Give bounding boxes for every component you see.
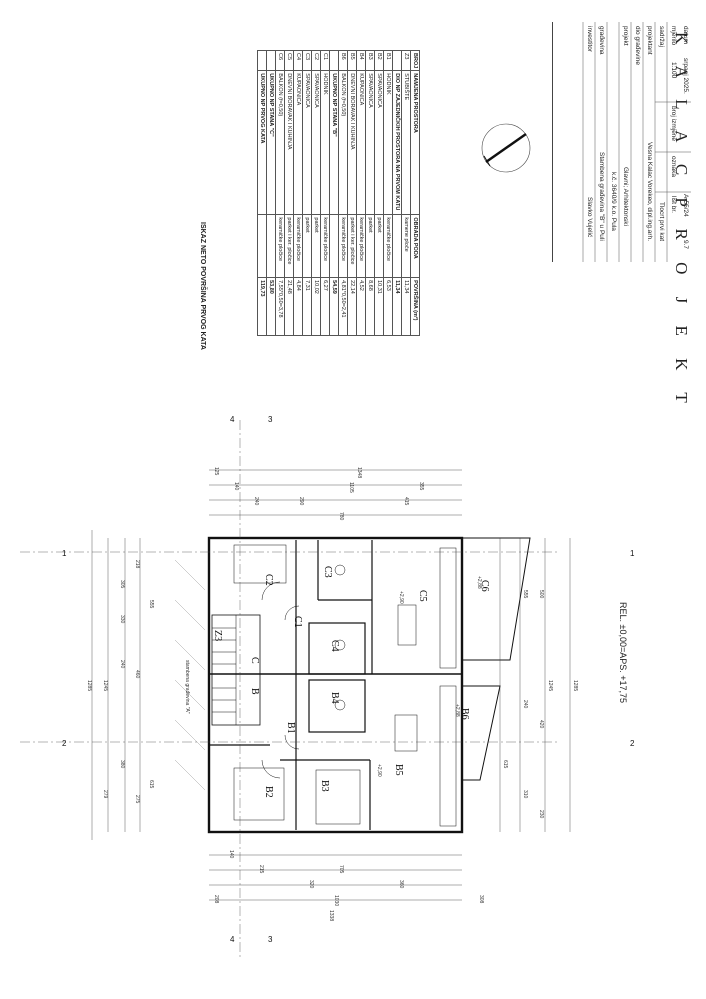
room-c5: C5 — [417, 590, 428, 602]
svg-text:500: 500 — [538, 590, 544, 599]
room-b5: B5 — [393, 764, 404, 776]
svg-text:355: 355 — [418, 482, 424, 491]
svg-text:780: 780 — [338, 512, 344, 521]
svg-text:555: 555 — [522, 590, 528, 599]
svg-text:240: 240 — [522, 700, 528, 709]
svg-text:1285: 1285 — [86, 680, 92, 691]
svg-text:215: 215 — [258, 865, 264, 874]
section-marker-4b: 4 — [230, 935, 235, 944]
section-marker-3a: 3 — [268, 415, 273, 424]
svg-text:208: 208 — [213, 895, 219, 904]
svg-text:320: 320 — [308, 880, 314, 889]
svg-text:555: 555 — [148, 600, 154, 609]
room-b4: B4 — [329, 692, 340, 704]
room-c4: C4 — [329, 640, 340, 652]
svg-text:1348: 1348 — [356, 467, 362, 478]
dimensions-right: 1285 1245 555 500 420 310 230 240 615 — [502, 590, 578, 819]
svg-text:240: 240 — [119, 660, 125, 669]
svg-text:1030: 1030 — [333, 895, 339, 906]
svg-text:1338: 1338 — [328, 910, 334, 921]
elev-b5: +2,90 — [376, 764, 382, 777]
room-z3: Z3 — [212, 630, 223, 641]
relative-level: REL. ±0,00=APS. +17,75 — [618, 602, 628, 703]
dimensions-left: 1285 1245 279 380 275 240 460 330 305 21… — [86, 560, 154, 804]
svg-text:1285: 1285 — [572, 680, 578, 691]
svg-text:140: 140 — [228, 850, 234, 859]
svg-text:420: 420 — [538, 720, 544, 729]
room-b6: B6 — [459, 708, 470, 720]
svg-text:415: 415 — [403, 497, 409, 506]
elev-c6: +2,88 — [476, 576, 482, 589]
svg-text:615: 615 — [502, 760, 508, 769]
section-marker-2a: 2 — [62, 739, 67, 748]
svg-text:275: 275 — [134, 795, 140, 804]
balcony-b6 — [462, 685, 501, 781]
entry-c: C — [249, 657, 260, 664]
svg-text:330: 330 — [119, 615, 125, 624]
room-c1: C1 — [292, 616, 303, 628]
title-block: K A L A C P R O J E K T investitor Slavk… — [552, 22, 691, 412]
elev-b6: +2,88 — [454, 704, 460, 717]
svg-text:290: 290 — [298, 497, 304, 506]
entry-b: B — [249, 688, 260, 695]
svg-text:230: 230 — [538, 810, 544, 819]
room-labels: C2 C3 C1 C4 C5 C6 Z3 C B B1 B4 B5 B6 B2 … — [212, 566, 490, 798]
section-marker-1a: 1 — [62, 549, 67, 558]
section-marker-2b: 2 — [630, 739, 635, 748]
svg-text:310: 310 — [522, 790, 528, 799]
exterior-wall — [207, 536, 464, 834]
dimensions-top: 1348 1105 290 415 355 125 140 240 780 — [213, 467, 424, 521]
svg-text:705: 705 — [338, 865, 344, 874]
svg-text:308: 308 — [478, 895, 484, 904]
room-c3: C3 — [322, 566, 333, 578]
title-block-lines — [582, 22, 691, 262]
svg-text:1105: 1105 — [348, 482, 354, 493]
section-marker-1b: 1 — [630, 549, 635, 558]
elev-c5: +2,90 — [398, 591, 404, 604]
section-marker-3b: 3 — [268, 935, 273, 944]
svg-text:218: 218 — [134, 560, 140, 569]
room-c2: C2 — [263, 574, 274, 586]
room-b2: B2 — [263, 786, 274, 798]
svg-text:240: 240 — [253, 497, 259, 506]
dimensions-bottom: 1338 1030 705 360 320 215 140 308 208 — [213, 850, 484, 921]
bath-b4-walls — [308, 679, 366, 733]
section-markers: 1 1 2 2 3 3 4 4 — [62, 415, 635, 944]
room-b1: B1 — [285, 722, 296, 734]
svg-text:460: 460 — [134, 670, 140, 679]
room-c6: C6 — [479, 580, 490, 592]
svg-text:1245: 1245 — [102, 680, 108, 691]
north-arrow-icon — [481, 123, 531, 173]
svg-text:360: 360 — [398, 880, 404, 889]
svg-text:380: 380 — [119, 760, 125, 769]
svg-text:125: 125 — [213, 467, 219, 476]
svg-text:305: 305 — [119, 580, 125, 589]
room-b3: B3 — [319, 780, 330, 792]
svg-text:279: 279 — [102, 790, 108, 799]
section-marker-4a: 4 — [230, 415, 235, 424]
svg-text:140: 140 — [233, 482, 239, 491]
neighbor-building-label: stambena građevina "A" — [184, 660, 190, 714]
bath-c4-walls — [308, 622, 366, 675]
svg-text:1245: 1245 — [547, 680, 553, 691]
svg-text:615: 615 — [148, 780, 154, 789]
